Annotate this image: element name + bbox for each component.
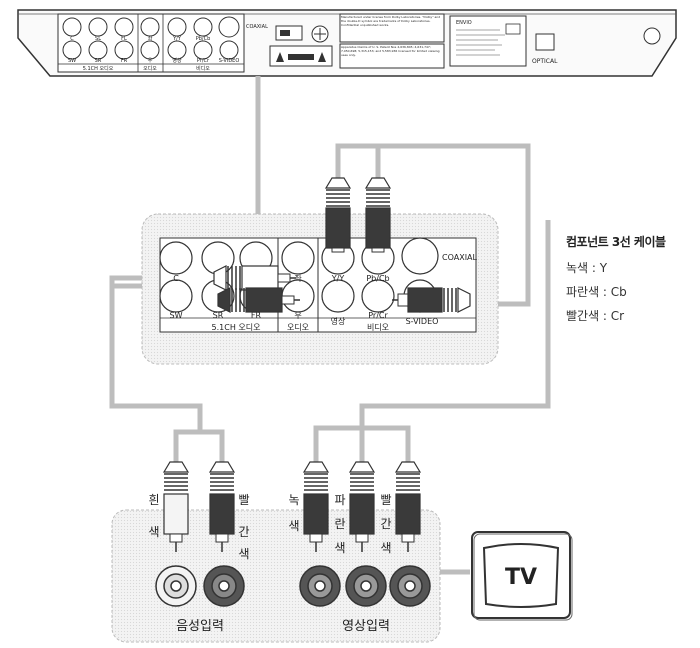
plug-label-vred-3: 색 (380, 541, 391, 555)
player-port-label: 우 (148, 58, 153, 64)
player-port-label: 좌 (148, 35, 153, 42)
tv-input-panel: 음성입력 영상입력 (111, 509, 441, 643)
zoom-port-label: 좌 (294, 274, 302, 283)
zoom-group-label: 오디오 (287, 323, 309, 332)
plug-label-white-2: 색 (148, 525, 159, 539)
player-port-label: SW (68, 58, 76, 64)
zoom-group-label: 5.1CH 오디오 (212, 323, 261, 332)
plug-label-vred-1: 빨 (380, 493, 391, 507)
video-input-label: 영상입력 (342, 619, 390, 634)
plug-label-blue-1: 파 (334, 493, 345, 507)
zoom-port-label: SR (213, 311, 224, 320)
player-coaxial-label: COAXIAL (246, 24, 268, 30)
video-plug-green (302, 461, 330, 552)
zoom-port-label: Y/Y (331, 274, 345, 283)
plug-label-blue-3: 색 (334, 541, 345, 555)
player-group-label: 5.1CH 오디오 (83, 65, 114, 72)
player-port-label: Pr/Cr (197, 58, 210, 64)
player-port-label: FR (121, 58, 128, 64)
audio-input-label: 음성입력 (176, 619, 224, 634)
zoom-port-label: SW (170, 311, 183, 320)
zoom-port-label: 우 (294, 311, 301, 320)
player-group-label: 오디오 (143, 65, 157, 72)
player-port-label: S-VIDEO (219, 58, 240, 64)
player-port-label: C (70, 36, 74, 42)
component-cable-legend: 컴포넌트 3선 케이블 녹색 : Y 파란색 : Cb 빨간색 : Cr (566, 233, 700, 330)
plug-label-blue-2: 란 (334, 517, 345, 531)
plug-label-vred-2: 간 (380, 517, 391, 531)
patent-notice: Apparatus Claims of U. S. Patent Nos 4,6… (341, 45, 440, 57)
zoom-port-label: S-VIDEO (406, 317, 439, 326)
player-optical-label: OPTICAL (532, 58, 558, 65)
tv-label: TV (505, 565, 537, 590)
optical-port (535, 33, 555, 51)
component-plug-blue (364, 177, 392, 253)
dvd-player-rear-panel: C SL FL 좌 Y/Y Pb/Cb SW SR FR 우 영상 Pr/Cr … (17, 9, 677, 77)
player-port-label: SR (95, 58, 102, 64)
zoom-port-label: Pb/Cb (366, 274, 389, 283)
plug-label-green-2: 색 (288, 519, 299, 533)
brand-logo: ENVIO (456, 20, 472, 26)
zoom-port-label: Pr/Cr (368, 311, 388, 320)
zoom-coaxial-label: COAXIAL (442, 253, 478, 262)
player-port-label: 영상 (172, 57, 182, 64)
zoom-port-label: FR (251, 311, 262, 320)
legend-row-red: 빨간색 : Cr (566, 309, 625, 323)
plug-label-red-2: 간 (238, 525, 249, 539)
svideo-plug-horizontal (392, 287, 471, 313)
audio-plug-red-horizontal (217, 287, 300, 313)
legend-title: 컴포넌트 3선 케이블 (566, 235, 666, 249)
zoom-group-label: 비디오 (367, 323, 389, 332)
plug-label-red-3: 색 (238, 547, 249, 561)
plug-label-white-1: 흰 (148, 493, 159, 507)
player-port-label: FL (121, 36, 127, 42)
legend-row-blue: 파란색 : Cb (566, 285, 627, 299)
audio-plug-white (162, 461, 190, 552)
player-group-label: 비디오 (196, 65, 210, 72)
tv-icon: TV (471, 531, 573, 621)
plug-label-red-1: 빨 (238, 493, 249, 507)
player-port-label: SL (95, 36, 101, 42)
plug-label-green-1: 녹 (288, 493, 299, 507)
legend-row-green: 녹색 : Y (566, 261, 608, 275)
video-plug-blue (348, 461, 376, 552)
player-port-label: Y/Y (172, 36, 182, 42)
zoom-port-label: 영상 (331, 316, 346, 326)
zoom-port-label: C (173, 274, 179, 283)
video-plug-red (394, 461, 422, 552)
audio-plug-red (208, 461, 236, 552)
component-plug-green (324, 177, 352, 253)
dolby-notice: Manufactured under license from Dolby La… (341, 15, 441, 27)
player-port-label: Pb/Cb (196, 36, 211, 42)
